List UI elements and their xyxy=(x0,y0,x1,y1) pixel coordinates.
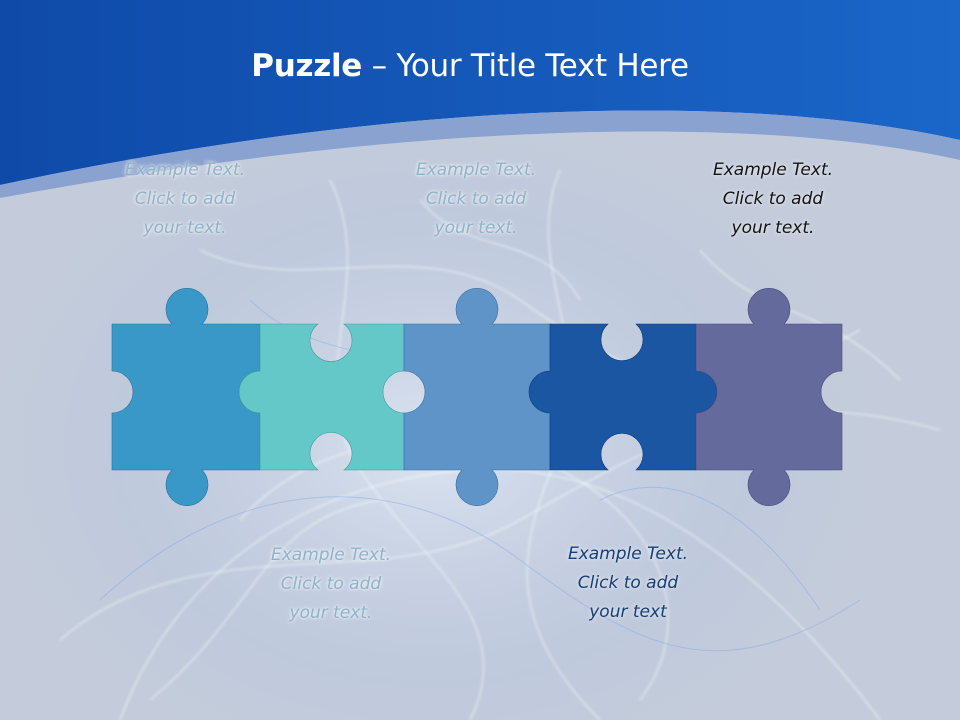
title-rest: – Your Title Text Here xyxy=(362,48,689,84)
caption-line: your text. xyxy=(143,218,227,238)
caption-line: Click to add xyxy=(577,573,679,593)
caption-top-middle[interactable]: Example Text. Click to add your text. xyxy=(371,156,581,243)
slide-title[interactable]: Puzzle – Your Title Text Here xyxy=(0,48,940,84)
caption-line: Click to add xyxy=(134,189,236,209)
puzzle-piece-4[interactable] xyxy=(528,323,718,471)
puzzle-piece-2[interactable] xyxy=(238,323,405,471)
caption-line: Example Text. xyxy=(415,160,537,180)
caption-bottom-left[interactable]: Example Text. Click to add your text. xyxy=(226,541,436,628)
caption-line: your text xyxy=(589,602,667,622)
title-bold: Puzzle xyxy=(251,48,363,84)
caption-line: your text. xyxy=(289,603,373,623)
caption-line: your text. xyxy=(434,218,518,238)
caption-line: your text. xyxy=(731,218,815,238)
caption-line: Click to add xyxy=(722,189,824,209)
caption-bottom-right[interactable]: Example Text. Click to add your text xyxy=(523,540,733,627)
caption-top-right[interactable]: Example Text. Click to add your text. xyxy=(668,156,878,243)
caption-line: Example Text. xyxy=(567,544,689,564)
caption-line: Example Text. xyxy=(124,160,246,180)
caption-line: Example Text. xyxy=(270,545,392,565)
swirl-decoration xyxy=(59,169,941,720)
puzzle-piece-5[interactable] xyxy=(695,288,843,506)
caption-line: Example Text. xyxy=(712,160,834,180)
caption-top-left[interactable]: Example Text. Click to add your text. xyxy=(80,156,290,243)
puzzle-piece-1[interactable] xyxy=(111,288,261,506)
caption-line: Click to add xyxy=(280,574,382,594)
caption-line: Click to add xyxy=(425,189,527,209)
